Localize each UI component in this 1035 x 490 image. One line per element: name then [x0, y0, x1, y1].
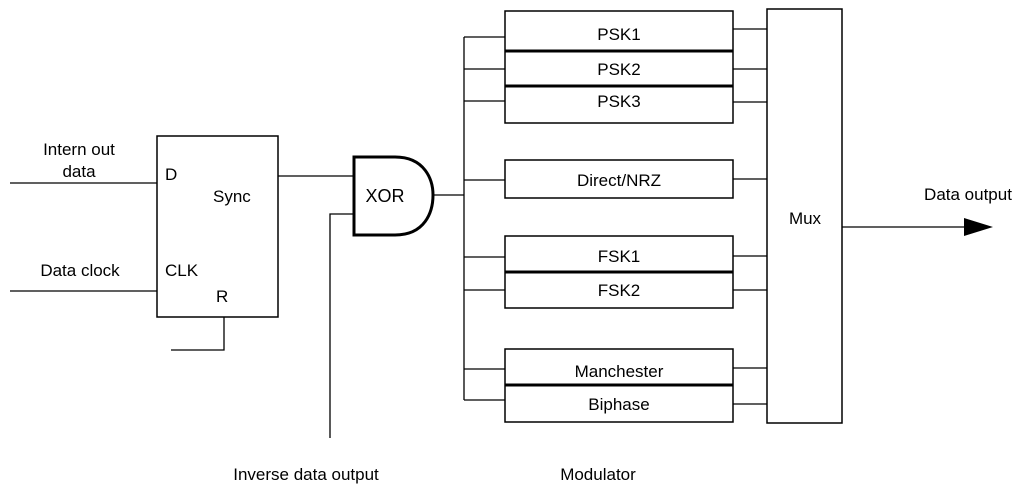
intern-out-label-line2: data [62, 162, 96, 181]
intern-out-label-line1: Intern out [43, 140, 115, 159]
sync-block [156, 135, 279, 318]
data-output-label: Data output [924, 185, 1012, 204]
mux-input-wires [733, 28, 767, 405]
fsk2-label: FSK2 [598, 281, 641, 300]
inverse-data-output-label: Inverse data output [233, 465, 379, 484]
mux-block [766, 8, 843, 424]
bus-tap-wires [464, 36, 505, 401]
fsk1-label: FSK1 [598, 247, 641, 266]
sync-d-pin: D [165, 165, 177, 184]
mux-label: Mux [789, 209, 822, 228]
direct-nrz-box [504, 159, 734, 199]
manchester-label: Manchester [575, 362, 664, 381]
direct-nrz-label: Direct/NRZ [577, 171, 661, 190]
xor-label: XOR [365, 186, 404, 206]
psk1-label: PSK1 [597, 25, 640, 44]
sync-clk-pin: CLK [165, 261, 199, 280]
data-clock-label: Data clock [40, 261, 120, 280]
inverse-control-wire [329, 213, 354, 438]
biphase-label: Biphase [588, 395, 649, 414]
data-output-arrowhead [964, 218, 993, 236]
sync-title: Sync [213, 187, 251, 206]
modulator-section-label: Modulator [560, 465, 636, 484]
sync-r-pin: R [216, 287, 228, 306]
reset-wire [171, 317, 225, 351]
psk2-label: PSK2 [597, 60, 640, 79]
psk-group-box [504, 10, 734, 124]
psk3-label: PSK3 [597, 92, 640, 111]
